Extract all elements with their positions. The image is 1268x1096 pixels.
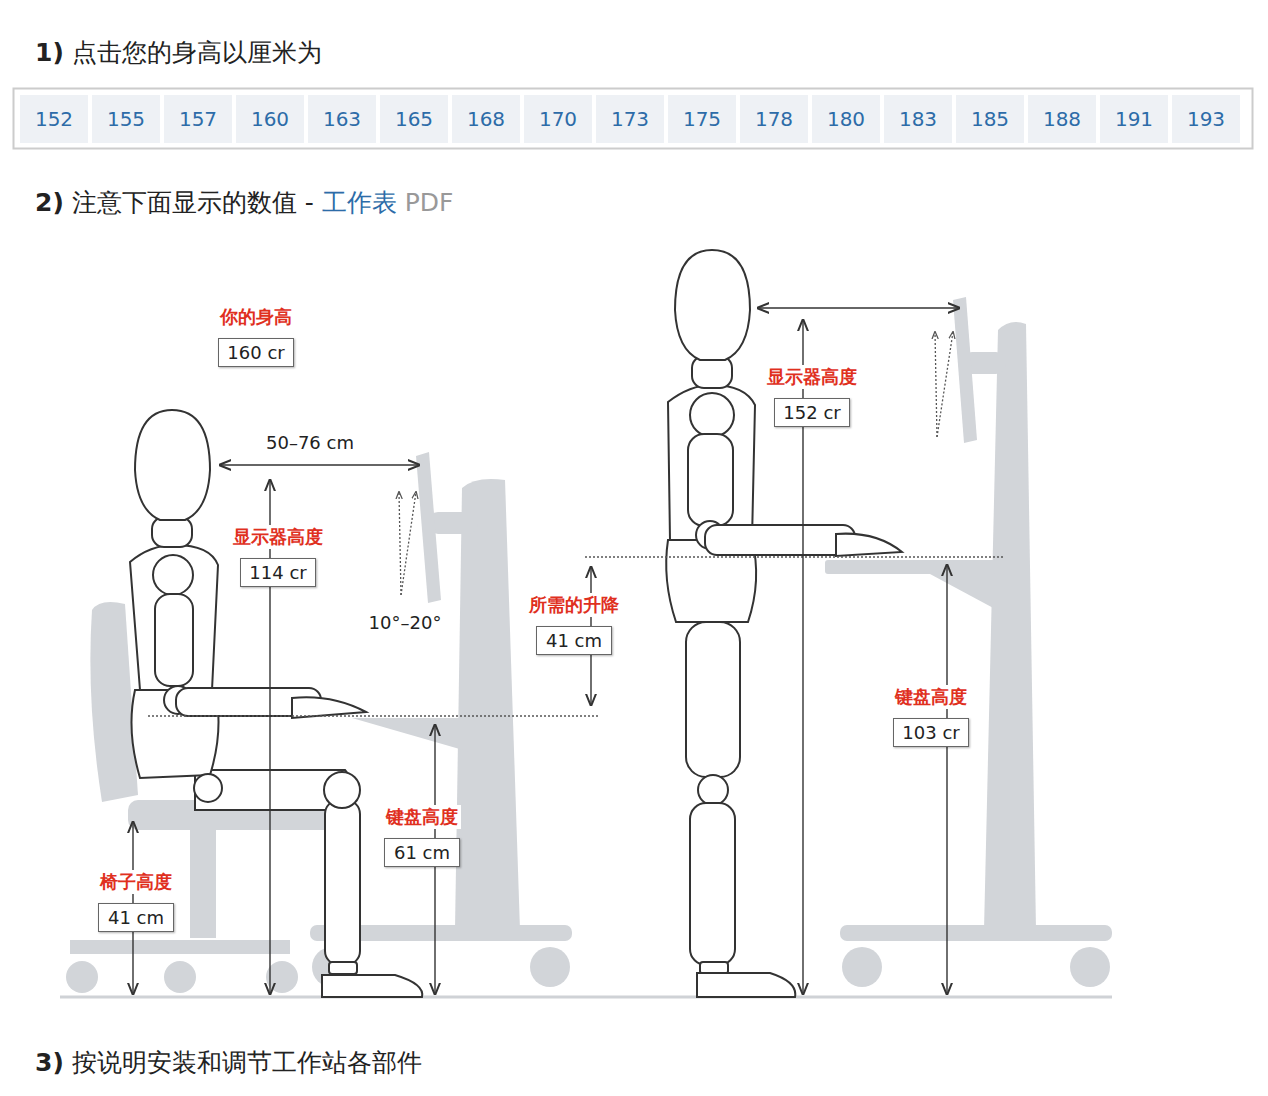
dimension-title: 键盘高度 — [383, 805, 461, 829]
dimension-value: 41 cm — [536, 626, 612, 655]
value-box: 所需的升降 41 cm — [526, 593, 622, 655]
value-box: 显示器高度 152 cr — [764, 365, 860, 427]
dimension-value: 152 cr — [774, 398, 850, 427]
height-value: 180 — [827, 107, 865, 131]
furniture — [66, 297, 1112, 993]
height-value: 155 — [107, 107, 145, 131]
height-value: 175 — [683, 107, 721, 131]
step-number: 2) — [35, 188, 64, 217]
dimension-arrow — [133, 308, 959, 994]
height-value: 152 — [35, 107, 73, 131]
step-text: 注意下面显示的数值 - — [72, 186, 314, 219]
step-text: 工作表 — [322, 186, 397, 219]
step-number: 3) — [35, 1048, 64, 1077]
height-value: 157 — [179, 107, 217, 131]
dimension-title: 所需的升降 — [526, 593, 622, 617]
height-value: 163 — [323, 107, 361, 131]
step-number: 1) — [35, 38, 64, 67]
height-value: 191 — [1115, 107, 1153, 131]
height-option: 163 — [308, 95, 376, 143]
selector-bar — [14, 89, 1253, 149]
height-value: 178 — [755, 107, 793, 131]
height-option: 168 — [452, 95, 520, 143]
height-value: 165 — [395, 107, 433, 131]
height-value: 170 — [539, 107, 577, 131]
height-option: 160 — [236, 95, 304, 143]
dimension-title: 椅子高度 — [97, 870, 175, 894]
dimension-value: 160 cr — [218, 338, 294, 367]
floor-line — [60, 996, 1112, 999]
tilt-guide — [399, 332, 953, 595]
height-option: 183 — [884, 95, 952, 143]
step-text: PDF — [405, 188, 454, 217]
height-value: 193 — [1187, 107, 1225, 131]
height-option: 175 — [668, 95, 736, 143]
height-option: 185 — [956, 95, 1024, 143]
step-heading: 2) 注意下面显示的数值 -工作表 PDF — [35, 186, 462, 219]
height-value: 173 — [611, 107, 649, 131]
dimension-value: 114 cr — [240, 558, 316, 587]
standing-figure — [666, 250, 902, 997]
reference-line — [148, 557, 1005, 716]
height-option: 173 — [596, 95, 664, 143]
height-option: 193 — [1172, 95, 1240, 143]
value-box: 椅子高度 41 cm — [97, 870, 175, 932]
height-option: 180 — [812, 95, 880, 143]
height-value: 183 — [899, 107, 937, 131]
height-option: 170 — [524, 95, 592, 143]
step-heading: 3) 按说明安装和调节工作站各部件 — [35, 1046, 430, 1079]
dimension-title: 你的身高 — [217, 305, 295, 329]
height-value: 160 — [251, 107, 289, 131]
height-option: 188 — [1028, 95, 1096, 143]
step-heading: 1) 点击您的身高以厘米为 — [35, 36, 330, 69]
dimension-label: 50–76 cm — [264, 432, 356, 453]
dimension-title: 显示器高度 — [764, 365, 860, 389]
value-box: 你的身高 160 cr — [217, 305, 295, 367]
height-value: 168 — [467, 107, 505, 131]
height-option: 178 — [740, 95, 808, 143]
step-text: 按说明安装和调节工作站各部件 — [72, 1046, 422, 1079]
height-option: 157 — [164, 95, 232, 143]
height-value: 188 — [1043, 107, 1081, 131]
height-option: 165 — [380, 95, 448, 143]
dimension-label: 10°–20° — [367, 612, 444, 633]
dimension-title: 显示器高度 — [230, 525, 326, 549]
height-value: 185 — [971, 107, 1009, 131]
dimension-value: 61 cm — [384, 838, 460, 867]
value-box: 键盘高度 61 cm — [383, 805, 461, 867]
value-box: 显示器高度 114 cr — [230, 525, 326, 587]
height-option: 191 — [1100, 95, 1168, 143]
step-text: 点击您的身高以厘米为 — [72, 36, 322, 69]
value-box: 键盘高度 103 cr — [892, 685, 970, 747]
height-option: 152 — [20, 95, 88, 143]
height-option: 155 — [92, 95, 160, 143]
dimension-title: 键盘高度 — [892, 685, 970, 709]
dimension-value: 103 cr — [893, 718, 969, 747]
dimension-value: 41 cm — [98, 903, 174, 932]
